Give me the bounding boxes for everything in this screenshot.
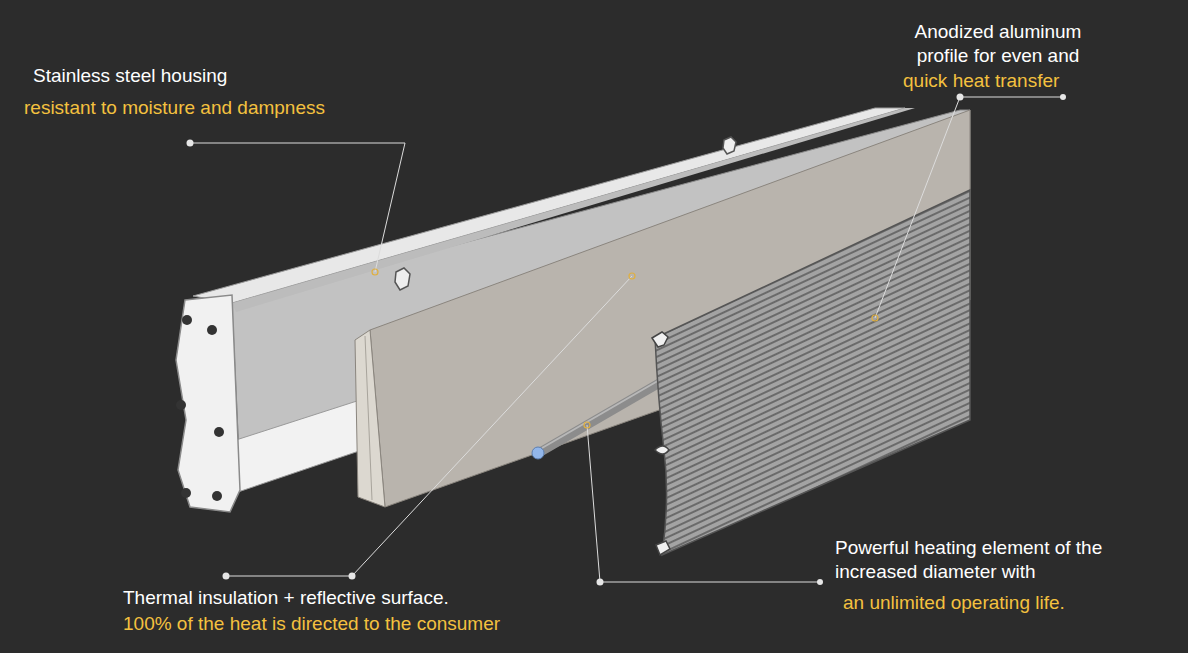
end-cap: [176, 295, 240, 512]
target-dots: [372, 269, 878, 428]
bracket: [395, 268, 410, 290]
profile-lip: [655, 446, 669, 454]
rod-tip: [532, 447, 544, 459]
profile-lip: [656, 541, 670, 555]
part-name: Stainless steel housing: [33, 64, 393, 88]
part-note: an unlimited operating life.: [843, 591, 1173, 615]
housing-channel: [236, 400, 362, 492]
part-name: Thermal insulation + reflective surface.: [123, 586, 543, 610]
leader-dots: [187, 94, 1067, 586]
bracket: [723, 137, 736, 154]
bolts: [176, 315, 224, 501]
part-name: Anodized aluminum profile for even and: [893, 20, 1103, 68]
profile-lip: [652, 332, 668, 347]
insulation-edge: [355, 330, 385, 507]
leader-lines: [190, 97, 1063, 582]
part-note: resistant to moisture and dampness: [24, 96, 404, 120]
part-note: quick heat transfer: [903, 69, 1163, 93]
heating-rod: [542, 378, 668, 451]
part-name: Powerful heating element of the increase…: [835, 536, 1165, 584]
part-note: 100% of the heat is directed to the cons…: [123, 612, 603, 636]
aluminum-profile: [655, 190, 970, 555]
